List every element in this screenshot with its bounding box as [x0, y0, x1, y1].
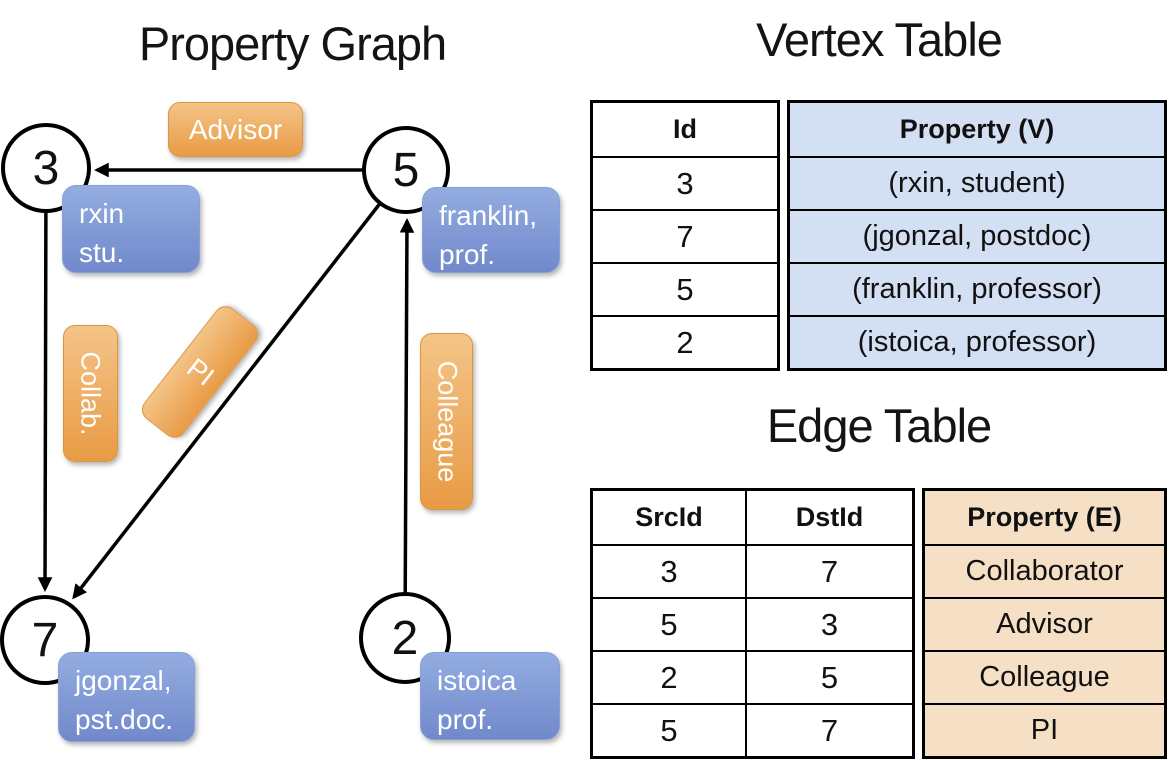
vertex-property-label-7: jgonzal, pst.doc. — [58, 652, 195, 742]
vertex-property-label-5: franklin, prof. — [422, 187, 560, 273]
table-cell: PI — [925, 703, 1164, 756]
vertex-property-label-3: rxin stu. — [62, 185, 200, 273]
edge-table-title: Edge Table — [766, 399, 992, 452]
vertex-id: 2 — [391, 611, 419, 665]
table-cell: 5 — [593, 597, 745, 650]
vertex-table-id-column: Id 3 7 5 2 — [590, 100, 780, 371]
table-cell: Colleague — [925, 650, 1164, 703]
edge-label-text: Colleague — [432, 360, 462, 483]
table-cell: Collaborator — [925, 544, 1164, 597]
vertex-circle-5: 5 — [362, 126, 450, 214]
label-line: istoica — [437, 665, 517, 696]
edge-arrow-5-to-7 — [72, 168, 408, 600]
graph-edges-canvas — [37, 162, 415, 639]
table-cell: 7 — [745, 703, 912, 756]
label-line: jgonzal, — [75, 665, 172, 696]
label-line: prof. — [437, 704, 494, 736]
label-line: stu. — [79, 237, 125, 269]
vertex-property-label-2: istoica prof. — [420, 652, 560, 740]
table-cell: 2 — [593, 650, 745, 703]
property-graph-title: Property Graph — [138, 17, 447, 70]
table-cell: (jgonzal, postdoc) — [790, 209, 1164, 262]
column-header-property-v: Property (V) — [899, 114, 1055, 144]
label-line: pst.doc. — [75, 704, 174, 736]
edge-table-id-columns: SrcId DstId 3 7 5 3 2 5 5 7 — [590, 488, 915, 759]
vertex-id: 7 — [31, 613, 59, 667]
edge-arrow-2-to-5 — [399, 218, 415, 639]
edge-label-colleague: Colleague — [420, 333, 473, 510]
column-header-property-e: Property (E) — [967, 502, 1122, 532]
vertex-table-property-column: Property (V) (rxin, student) (jgonzal, p… — [787, 100, 1167, 371]
edge-arrow-3-to-7 — [37, 167, 53, 592]
edge-label-text: PI — [181, 351, 220, 392]
edge-label-text: Advisor — [188, 113, 283, 145]
table-cell: 5 — [745, 650, 912, 703]
table-cell: 7 — [593, 209, 777, 262]
vertex-table-title: Vertex Table — [756, 13, 1003, 66]
table-cell: 3 — [593, 544, 745, 597]
vertex-id: 3 — [32, 141, 60, 195]
column-header-id: Id — [673, 114, 697, 144]
label-line: prof. — [439, 239, 496, 271]
edge-table-property-column: Property (E) Collaborator Advisor Collea… — [922, 488, 1167, 759]
table-cell: 5 — [593, 703, 745, 756]
table-cell: (istoica, professor) — [790, 315, 1164, 368]
table-cell: 2 — [593, 315, 777, 368]
label-line: franklin, — [439, 200, 538, 231]
edge-label-collab: Collab. — [63, 325, 118, 462]
table-cell: Advisor — [925, 597, 1164, 650]
table-cell: 3 — [593, 156, 777, 209]
column-header-srcid: SrcId — [635, 502, 703, 532]
vertex-circle-2: 2 — [359, 592, 451, 684]
table-cell: 5 — [593, 262, 777, 315]
edge-label-advisor: Advisor — [168, 102, 303, 157]
edge-label-text: Collab. — [76, 351, 107, 436]
label-line: rxin — [79, 198, 125, 229]
table-cell: 7 — [745, 544, 912, 597]
table-cell: 3 — [745, 597, 912, 650]
vertex-id: 5 — [392, 143, 420, 197]
table-cell: (rxin, student) — [790, 156, 1164, 209]
table-cell: (franklin, professor) — [790, 262, 1164, 315]
column-header-dstid: DstId — [745, 491, 912, 544]
